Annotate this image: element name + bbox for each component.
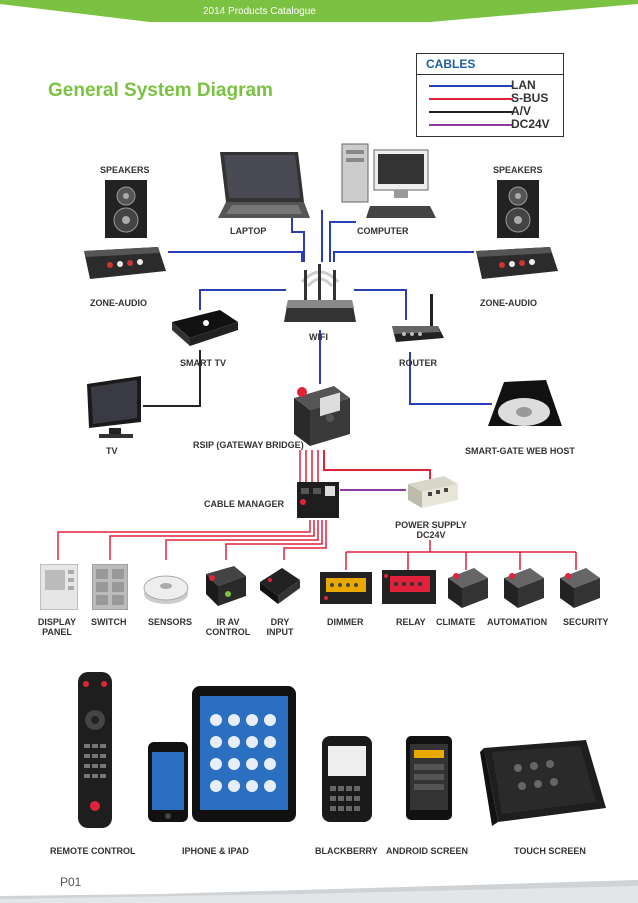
wire-smarttv-wifi	[199, 289, 286, 310]
header-band	[0, 0, 638, 22]
legend-label-av: A/V	[511, 104, 532, 118]
label-ir-av-control: IR AV CONTROL	[205, 617, 251, 637]
label-blackberry: BLACKBERRY	[315, 846, 378, 856]
label-laptop: LAPTOP	[230, 226, 267, 236]
legend-line-sbus	[429, 98, 513, 100]
legend-line-av	[429, 111, 513, 113]
computer-icon	[341, 143, 436, 218]
label-router: ROUTER	[399, 358, 437, 368]
label-speakers-right: SPEAKERS	[493, 165, 543, 175]
label-iphone-ipad: IPHONE & IPAD	[182, 846, 249, 856]
power-supply-icon	[408, 476, 458, 508]
label-cable-manager: CABLE MANAGER	[204, 499, 284, 509]
rsip-gateway-icon	[294, 386, 350, 446]
legend-header: CABLES	[417, 54, 563, 75]
relay-icon	[382, 570, 436, 604]
label-switch: SWITCH	[91, 617, 127, 627]
label-speakers-left: SPEAKERS	[100, 165, 150, 175]
label-zone-audio-right: ZONE-AUDIO	[480, 298, 537, 308]
ipad-icon	[192, 686, 296, 822]
label-tv: TV	[106, 446, 118, 456]
legend-line-dc24v	[429, 124, 513, 126]
ir-av-control-icon	[206, 566, 246, 606]
label-sensors: SENSORS	[148, 617, 193, 627]
iphone-icon	[148, 742, 188, 822]
wire-zoneaudio-left-wifi	[168, 251, 303, 262]
dimmer-icon	[320, 572, 372, 604]
switch-icon	[92, 564, 128, 610]
wire-router-smartgate	[409, 352, 492, 405]
label-dry-input: DRY INPUT	[266, 617, 294, 637]
automation-icon	[504, 568, 544, 608]
security-icon	[560, 568, 600, 608]
blackberry-icon	[322, 736, 372, 822]
page-title: General System Diagram	[48, 80, 273, 101]
laptop-icon	[218, 152, 310, 218]
climate-icon	[448, 568, 488, 608]
speaker-left-icon	[105, 180, 147, 238]
wire-laptop-wifi	[291, 213, 305, 262]
label-rsip: RSIP (GATEWAY BRIDGE)	[193, 440, 304, 450]
label-computer: COMPUTER	[357, 226, 409, 236]
label-power-supply: POWER SUPPLY DC24V	[395, 520, 467, 540]
label-android-screen: ANDROID SCREEN	[386, 846, 469, 856]
label-automation: AUTOMATION	[487, 617, 548, 627]
remote-control-icon	[78, 672, 112, 828]
label-dimmer: DIMMER	[327, 617, 364, 627]
legend-label-dc24v: DC24V	[511, 117, 550, 131]
legend-line-lan	[429, 85, 513, 87]
footer-band	[0, 880, 638, 903]
wire-router-wifi	[354, 289, 407, 320]
android-icon	[406, 736, 452, 820]
touch-screen-icon	[480, 740, 606, 826]
smart-gate-icon	[488, 380, 562, 426]
smart-tv-box-icon	[172, 310, 238, 346]
cable-manager-icon	[297, 482, 339, 518]
label-relay: RELAY	[396, 617, 426, 627]
tv-icon	[87, 376, 141, 438]
catalogue-header: 2014 Products Catalogue	[203, 6, 316, 17]
page-number: P01	[60, 875, 82, 889]
label-touch-screen: TOUCH SCREEN	[514, 846, 586, 856]
display-panel-icon	[40, 564, 78, 610]
sensor-icon	[143, 575, 189, 604]
wifi-router-icon	[284, 264, 356, 322]
legend-label-sbus: S-BUS	[511, 91, 549, 105]
label-zone-audio-left: ZONE-AUDIO	[90, 298, 147, 308]
label-display-panel: DISPLAY PANEL	[37, 617, 77, 637]
router-icon	[392, 294, 444, 342]
cables-legend: CABLES LAN S-BUS A/V DC24V	[416, 53, 564, 137]
label-remote-control: REMOTE CONTROL	[50, 846, 136, 856]
speaker-right-icon	[497, 180, 539, 238]
dry-input-icon	[260, 568, 300, 604]
legend-title: CABLES	[426, 57, 476, 71]
label-wifi: WIFI	[309, 332, 328, 342]
wire-computer-wifi	[329, 221, 356, 262]
zone-audio-right-icon	[476, 247, 558, 279]
label-security: SECURITY	[563, 617, 609, 627]
label-smart-tv: SMART TV	[180, 358, 226, 368]
zone-audio-left-icon	[84, 247, 166, 279]
wire-tv-smarttv	[143, 350, 201, 407]
wire-zoneaudio-right-wifi	[333, 251, 474, 262]
legend-label-lan: LAN	[511, 78, 536, 92]
label-smart-gate: SMART-GATE WEB HOST	[465, 446, 575, 456]
label-climate: CLIMATE	[436, 617, 476, 627]
